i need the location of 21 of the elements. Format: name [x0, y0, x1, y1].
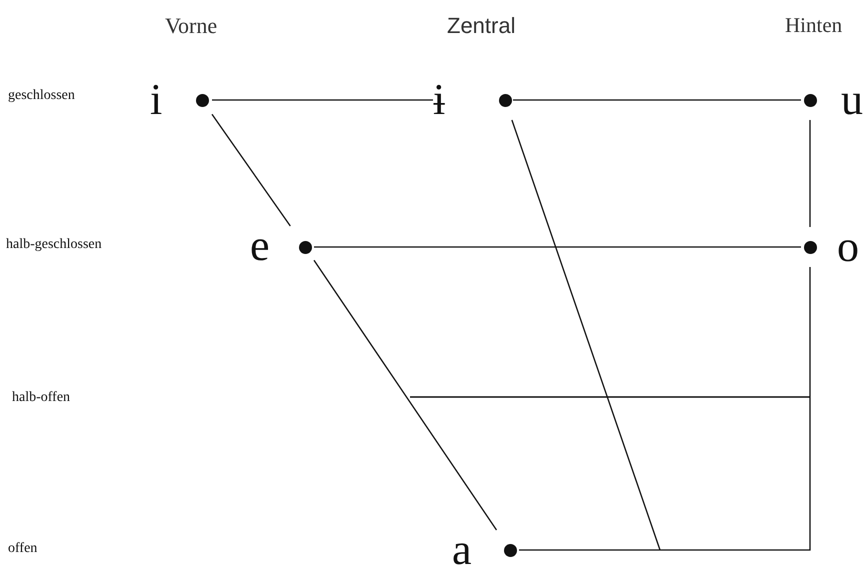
vowel-symbol: e: [250, 226, 270, 266]
connector-line: [809, 120, 811, 227]
vowel-symbol: a: [452, 530, 472, 570]
row-label: geschlossen: [8, 88, 75, 104]
vowel-symbol: o: [837, 227, 859, 267]
column-heading: Zentral: [447, 14, 516, 38]
connector-line: [519, 267, 811, 551]
connector-line: [511, 120, 661, 550]
connector-line: [211, 114, 291, 226]
column-heading: Hinten: [785, 14, 842, 38]
connector-line: [314, 246, 801, 248]
vowel-symbol: u: [841, 80, 863, 120]
connector-line: [313, 260, 498, 530]
vowel-symbol: i: [150, 80, 162, 120]
row-label: halb-geschlossen: [6, 237, 102, 252]
connector-line: [212, 99, 433, 101]
vowel-symbol: ɨ: [433, 80, 446, 120]
row-label: halb-offen: [12, 390, 70, 406]
row-label: offen: [8, 541, 38, 556]
connector-line: [513, 99, 801, 101]
column-heading: Vorne: [165, 14, 218, 38]
